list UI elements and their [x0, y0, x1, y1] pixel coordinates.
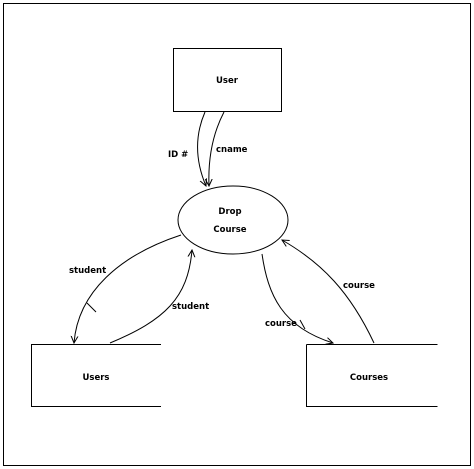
- diagram-frame: [3, 3, 471, 466]
- entity-courses-label: Courses: [350, 373, 388, 383]
- flow-course-in-line: [282, 240, 375, 344]
- flow-student-in-label: student: [172, 302, 209, 312]
- flow-course-out-line: [261, 253, 333, 343]
- flow-course-out-bar: [299, 319, 306, 330]
- flow-cname-label: cname: [216, 145, 248, 155]
- flow-student-in: student: [109, 250, 209, 344]
- flow-student-out-label: student: [69, 266, 106, 276]
- flow-cname: cname: [209, 111, 248, 186]
- process-drop-course-ellipse: [177, 185, 289, 255]
- entity-users: Users: [31, 344, 161, 407]
- flow-course-in: course: [282, 240, 375, 344]
- flow-id-line: [197, 111, 206, 186]
- process-drop-course: Drop Course: [177, 185, 289, 255]
- flow-student-out-bar: [86, 302, 97, 313]
- flow-student-out: student: [69, 234, 182, 343]
- flow-course-out: course: [261, 253, 333, 343]
- flow-cname-line: [209, 111, 225, 186]
- flow-id-label: ID #: [168, 150, 188, 160]
- flow-course-out-label: course: [265, 319, 297, 329]
- entity-users-box: [31, 344, 161, 407]
- entity-user: User: [173, 48, 282, 112]
- entity-courses: Courses: [306, 344, 438, 407]
- process-label-line2: Course: [213, 225, 246, 235]
- process-label-line1: Drop: [218, 207, 241, 217]
- flow-student-out-line: [74, 234, 182, 343]
- flow-student-in-line: [109, 250, 192, 344]
- entity-user-label: User: [216, 76, 239, 86]
- flow-course-in-label: course: [343, 281, 375, 291]
- entity-users-label: Users: [83, 373, 110, 383]
- flow-id: ID #: [168, 111, 206, 186]
- entity-user-box: [173, 48, 282, 112]
